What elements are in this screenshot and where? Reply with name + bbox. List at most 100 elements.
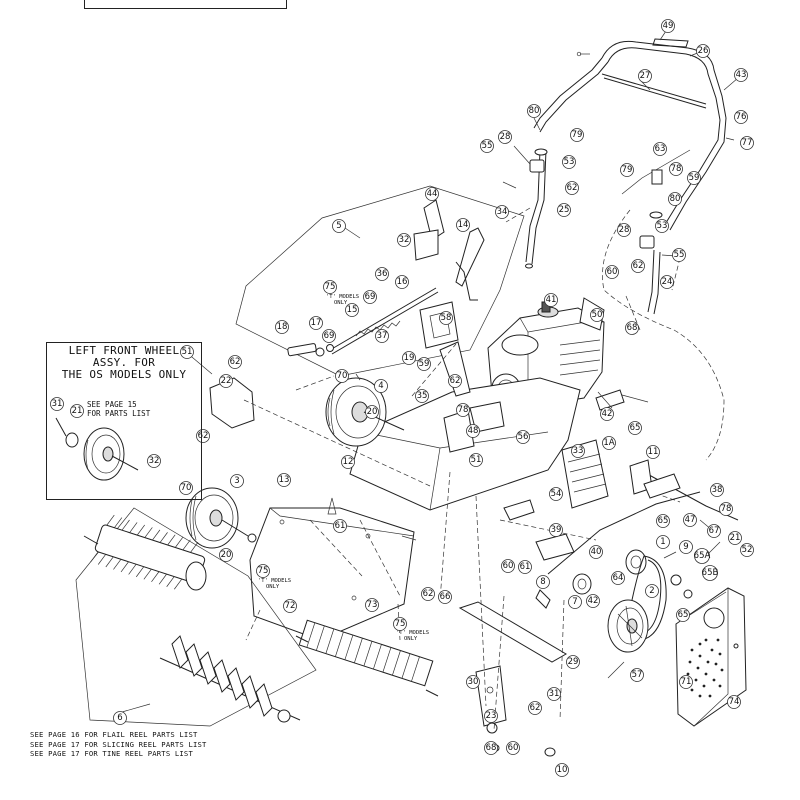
part-number: 43 xyxy=(736,70,747,80)
part-number: 69 xyxy=(324,331,335,341)
part-number: 59 xyxy=(419,359,430,369)
part-callout-21: 21 xyxy=(728,531,742,545)
part-number: 38 xyxy=(712,485,723,495)
reel-parts-notes: SEE PAGE 16 FOR FLAIL REEL PARTS LIST SE… xyxy=(30,730,207,759)
part-callout-78: 78 xyxy=(456,403,470,417)
part-number: 28 xyxy=(619,225,630,235)
part-callout-50: 50 xyxy=(590,308,604,322)
part-callout-77: 77 xyxy=(740,136,754,150)
title-frame xyxy=(84,0,287,9)
part-number: 75 xyxy=(258,566,269,576)
part-number: 62 xyxy=(198,431,209,441)
part-callout-51: 51 xyxy=(469,453,483,467)
part-number: 34 xyxy=(497,207,508,217)
part-callout-38: 38 xyxy=(710,483,724,497)
part-callout-65: 65 xyxy=(676,608,690,622)
part-callout-12: 12 xyxy=(341,455,355,469)
part-number: 57 xyxy=(632,670,643,680)
part-number: 22 xyxy=(221,376,232,386)
part-callout-70: 70 xyxy=(179,481,193,495)
part-number: 21 xyxy=(730,533,741,543)
part-callout-10: 10 xyxy=(555,763,569,777)
part-callout-62: 62 xyxy=(528,701,542,715)
part-number: 79 xyxy=(572,130,583,140)
part-number: 68 xyxy=(486,743,497,753)
part-callout-62: 62 xyxy=(631,259,645,273)
reel-assembly xyxy=(75,507,439,727)
part-number: 64 xyxy=(613,573,624,583)
part-callout-64: 64 xyxy=(611,571,625,585)
part-callout-80: 80 xyxy=(668,192,682,206)
part-number: 8 xyxy=(540,577,545,587)
part-callout-67: 67 xyxy=(707,524,721,538)
part-callout-31: 31 xyxy=(50,397,64,411)
part-number: 55 xyxy=(674,250,685,260)
part-callout-55: 55 xyxy=(672,248,686,262)
part-callout-76: 76 xyxy=(734,110,748,124)
inset-title-line: LEFT FRONT WHEEL xyxy=(68,344,180,357)
part-number: 30 xyxy=(468,677,479,687)
part-number: 48 xyxy=(468,426,479,436)
part-callout-11: 11 xyxy=(646,445,660,459)
wheel-4 xyxy=(325,377,405,447)
model-note-line1: 'T' MODELS xyxy=(326,294,359,300)
part-number: 10 xyxy=(557,765,568,775)
part-callout-71: 71 xyxy=(679,675,693,689)
part-number: 25 xyxy=(559,205,570,215)
part-number: 51 xyxy=(471,455,482,465)
part-number: 17 xyxy=(311,318,322,328)
part-number: 52 xyxy=(742,545,753,555)
part-number: 42 xyxy=(588,596,599,606)
part-number: 11 xyxy=(648,447,659,457)
part-number: 41 xyxy=(546,295,557,305)
part-callout-16: 16 xyxy=(395,275,409,289)
part-number: 58 xyxy=(441,313,452,323)
part-callout-20: 20 xyxy=(219,548,233,562)
part-callout-42: 42 xyxy=(600,407,614,421)
part-callout-52: 52 xyxy=(740,543,754,557)
part-callout-65: 65 xyxy=(628,421,642,435)
part-number: 12 xyxy=(343,457,354,467)
part-callout-18: 18 xyxy=(275,320,289,334)
part-number: 62 xyxy=(423,589,434,599)
model-note-line2: ONLY xyxy=(334,300,348,306)
part-number: 78 xyxy=(671,164,682,174)
part-callout-39: 39 xyxy=(549,523,563,537)
left-front-wheel-inset: LEFT FRONT WHEEL ASSY. FOR THE OS MODELS… xyxy=(46,342,202,500)
part-number: 2 xyxy=(649,586,654,596)
part-number: 42 xyxy=(602,409,613,419)
part-number: 67 xyxy=(709,526,720,536)
part-callout-58: 58 xyxy=(439,311,453,325)
part-number: 32 xyxy=(149,456,160,466)
part-number: 78 xyxy=(458,405,469,415)
handle-assembly xyxy=(502,38,735,461)
part-callout-68: 68 xyxy=(484,741,498,755)
part-number: 65B xyxy=(702,568,719,578)
part-callout-30: 30 xyxy=(466,675,480,689)
part-callout-59: 59 xyxy=(687,171,701,185)
part-callout-13: 13 xyxy=(277,473,291,487)
part-number: 62 xyxy=(567,183,578,193)
part-number: 69 xyxy=(365,292,376,302)
part-number: 56 xyxy=(518,432,529,442)
part-callout-33: 33 xyxy=(571,444,585,458)
part-number: 61 xyxy=(520,562,531,572)
part-number: 1 xyxy=(660,537,665,547)
part-callout-28: 28 xyxy=(617,223,631,237)
part-callout-70: 70 xyxy=(335,369,349,383)
part-number: 65A xyxy=(694,551,711,561)
part-number: 72 xyxy=(285,601,296,611)
part-callout-49: 49 xyxy=(661,19,675,33)
part-callout-57: 57 xyxy=(630,668,644,682)
part-callout-56: 56 xyxy=(516,430,530,444)
part-callout-47: 47 xyxy=(683,513,697,527)
part-callout-7: 7 xyxy=(568,595,582,609)
part-number: 68 xyxy=(627,323,638,333)
part-number: 77 xyxy=(742,138,753,148)
part-number: 80 xyxy=(529,106,540,116)
part-callout-69: 69 xyxy=(363,290,377,304)
part-callout-62: 62 xyxy=(421,587,435,601)
part-callout-60: 60 xyxy=(605,265,619,279)
note-slicing-reel: SEE PAGE 17 FOR SLICING REEL PARTS LIST xyxy=(30,739,207,749)
